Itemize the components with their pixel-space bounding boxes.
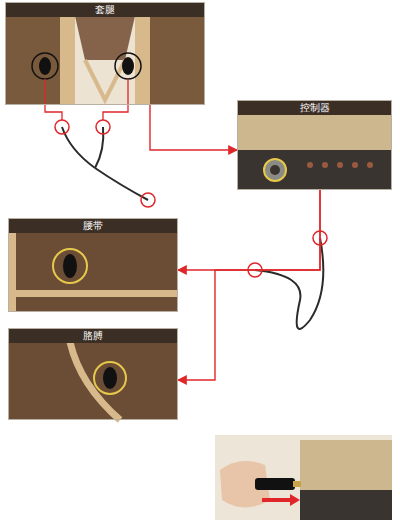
leader-lines bbox=[45, 79, 128, 120]
panel-heading: 腰带 bbox=[9, 219, 177, 233]
panel-heading: 套腿 bbox=[6, 3, 204, 17]
panel-heading: 控制器 bbox=[238, 101, 391, 115]
connection-arrow bbox=[178, 190, 320, 380]
waist-belt-panel: 腰带 bbox=[8, 218, 178, 312]
controller-panel: 控制器 bbox=[237, 100, 392, 190]
connection-arrow bbox=[150, 105, 237, 150]
panel-heading: 胳膊 bbox=[9, 329, 177, 343]
controller-photo bbox=[237, 114, 392, 190]
leg-sleeve-panel: 套腿 bbox=[5, 2, 205, 105]
arm-photo bbox=[8, 342, 178, 420]
split-cable bbox=[55, 120, 155, 207]
waist-belt-photo bbox=[8, 232, 178, 312]
long-cable bbox=[248, 231, 327, 329]
insertion-photo bbox=[215, 435, 392, 520]
arm-panel: 胳膊 bbox=[8, 328, 178, 420]
connection-arrow bbox=[178, 190, 320, 270]
leg-sleeve-photo bbox=[5, 16, 205, 105]
